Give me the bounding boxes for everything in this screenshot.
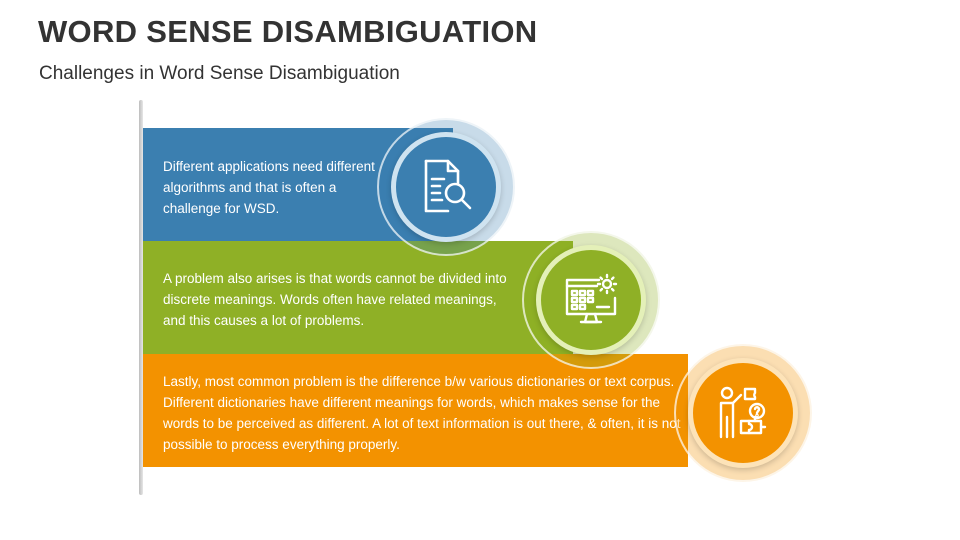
page-subtitle: Challenges in Word Sense Disambiguation xyxy=(39,63,400,84)
vertical-divider xyxy=(139,100,143,495)
challenge-text-3: Lastly, most common problem is the diffe… xyxy=(163,374,681,452)
icon-badge-1 xyxy=(377,118,515,256)
person-puzzle-icon xyxy=(688,358,798,468)
document-search-icon xyxy=(391,132,501,242)
challenge-text-1: Different applications need different al… xyxy=(163,159,375,216)
challenge-text-2: A problem also arises is that words cann… xyxy=(163,271,507,328)
icon-badge-3 xyxy=(674,344,812,482)
challenge-band-2: A problem also arises is that words cann… xyxy=(143,241,573,354)
challenge-band-3: Lastly, most common problem is the diffe… xyxy=(143,354,688,467)
icon-badge-2 xyxy=(522,231,660,369)
monitor-settings-icon xyxy=(536,245,646,355)
page-title: WORD SENSE DISAMBIGUATION xyxy=(38,14,538,49)
